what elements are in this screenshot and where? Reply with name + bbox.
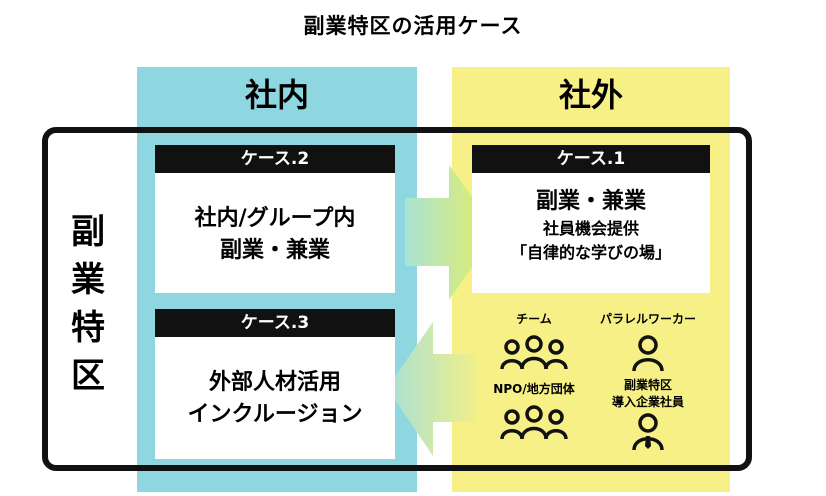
case1-line2: 社員機会提供 [542,219,639,238]
team-icon [500,335,568,370]
participant-label: パラレルワーカー [599,312,696,326]
side-label-char: 特 [71,308,105,348]
participant-npo: NPO/地方団体 [478,380,590,446]
side-business-zone-frame [42,127,752,471]
side-label-char: 業 [71,260,105,300]
person-icon [632,335,664,372]
case3-header: ケース.3 [155,309,395,337]
outer-column-label: 社外 [558,76,623,114]
case1-line3: 「自律的な学びの場」 [510,243,671,262]
case3-line1: 外部人材活用 [208,370,341,395]
participant-label: チーム [516,312,552,326]
case2-header: ケース.2 [155,145,395,173]
side-business-zone-label: 副 業 特 区 [58,208,118,400]
case1-line1: 副業・兼業 [535,189,646,214]
participant-label: NPO/地方団体 [493,382,575,396]
arrow-left-icon [387,322,477,456]
group-icon [500,405,568,440]
case2-card: ケース.2 社内/グループ内 副業・兼業 [155,145,395,293]
participant-team: チーム [478,310,590,376]
participant-employee: 副業特区 導入企業社員 [592,376,704,455]
case2-line1: 社内/グループ内 [194,206,356,231]
case1-card: ケース.1 副業・兼業 社員機会提供 「自律的な学びの場」 [472,145,710,293]
participant-label: 副業特区 [623,378,672,392]
case1-header: ケース.1 [472,145,710,173]
side-label-char: 区 [71,356,105,396]
participant-parallel-worker: パラレルワーカー [592,310,704,376]
side-label-char: 副 [71,212,105,252]
inner-column-label: 社内 [244,76,309,114]
arrow-right-icon [405,165,497,300]
employee-icon [632,413,664,451]
case2-line2: 副業・兼業 [219,238,330,263]
participant-label-2: 導入企業社員 [611,395,684,409]
diagram-title: 副業特区の活用ケース [303,14,523,38]
case3-card: ケース.3 外部人材活用 インクルージョン [155,309,395,459]
case3-line2: インクルージョン [187,402,363,427]
